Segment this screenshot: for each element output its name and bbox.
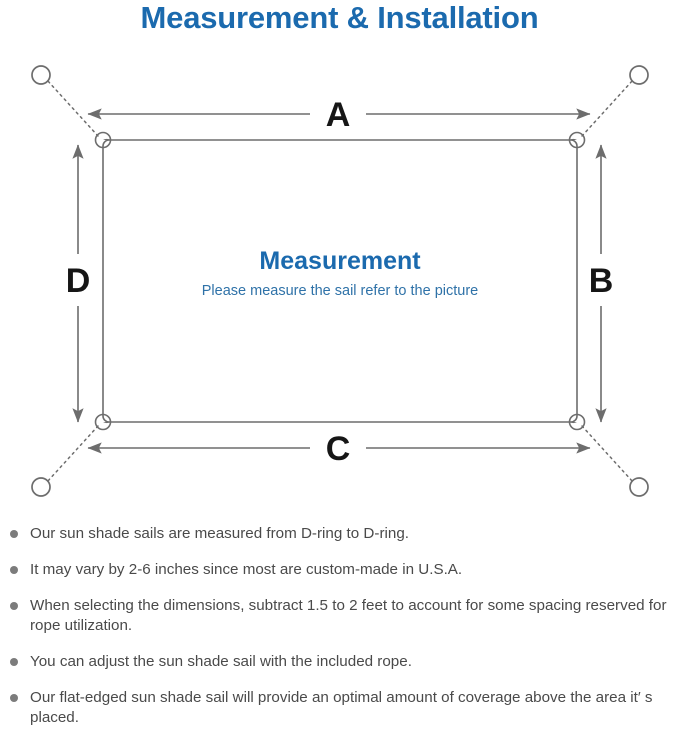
sail-body-outline	[102, 139, 578, 423]
note-text: You can adjust the sun shade sail with t…	[30, 653, 412, 670]
rope-line-top-right	[581, 79, 634, 137]
d-ring-top-right	[568, 131, 586, 149]
notes-list: Our sun shade sails are measured from D-…	[0, 524, 679, 744]
bullet-icon	[10, 602, 18, 610]
note-item: When selecting the dimensions, subtract …	[0, 596, 679, 636]
note-text: Our flat-edged sun shade sail will provi…	[30, 689, 653, 726]
dimension-label-a: A	[326, 96, 351, 134]
anchor-ring-bottom-right	[629, 477, 649, 497]
diagram-center-heading: Measurement	[259, 247, 421, 275]
rope-line-bottom-right	[581, 425, 634, 483]
anchor-ring-top-right	[629, 65, 649, 85]
measurement-diagram: A C D B Measurement Please measure the s…	[0, 44, 679, 514]
measurement-diagram-svg: A C D B Measurement Please measure the s…	[31, 65, 649, 497]
bullet-icon	[10, 694, 18, 702]
note-item: It may vary by 2-6 inches since most are…	[0, 560, 679, 580]
bullet-icon	[10, 658, 18, 666]
note-text: When selecting the dimensions, subtract …	[30, 597, 667, 634]
note-item: Our flat-edged sun shade sail will provi…	[0, 688, 679, 728]
page-title: Measurement & Installation	[140, 0, 539, 35]
note-text: Our sun shade sails are measured from D-…	[30, 525, 409, 542]
bullet-icon	[10, 530, 18, 538]
d-ring-top-left	[94, 131, 112, 149]
rope-line-bottom-left	[46, 425, 99, 483]
dimension-label-b: B	[589, 262, 614, 300]
rope-line-top-left	[46, 79, 99, 137]
d-ring-bottom-right	[568, 413, 586, 431]
anchor-ring-bottom-left	[31, 477, 51, 497]
d-ring-bottom-left	[94, 413, 112, 431]
note-item: You can adjust the sun shade sail with t…	[0, 652, 679, 672]
note-text: It may vary by 2-6 inches since most are…	[30, 561, 463, 578]
diagram-center-subtitle: Please measure the sail refer to the pic…	[202, 283, 478, 299]
dimension-label-c: C	[326, 430, 351, 468]
anchor-ring-top-left	[31, 65, 51, 85]
bullet-icon	[10, 566, 18, 574]
note-item: Our sun shade sails are measured from D-…	[0, 524, 679, 544]
dimension-label-d: D	[66, 262, 91, 300]
